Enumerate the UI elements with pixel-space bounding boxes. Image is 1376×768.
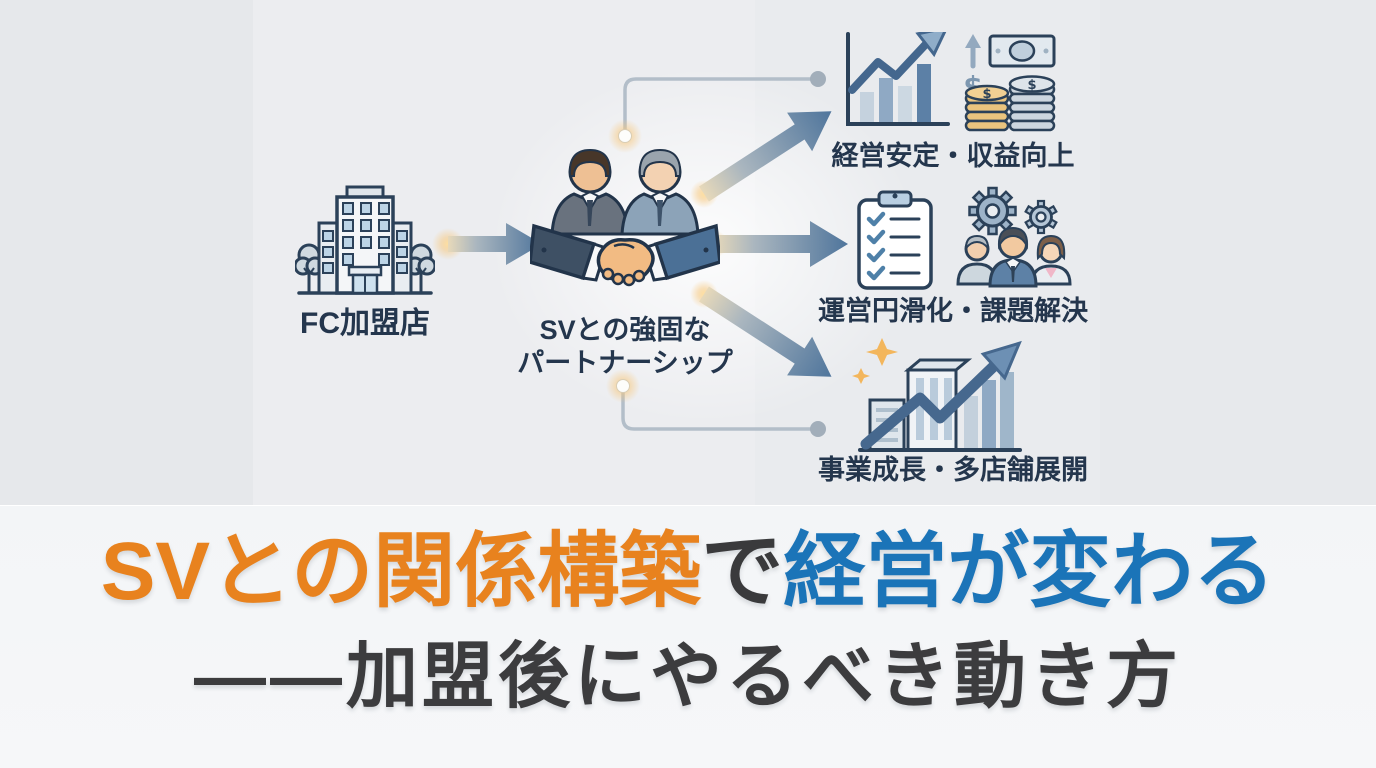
headline-segment-orange: SVとの関係構築 bbox=[100, 526, 702, 617]
person-icon bbox=[1030, 234, 1072, 286]
headline-line2: ――加盟後にやるべき動き方 bbox=[193, 637, 1182, 717]
title-band: SVとの関係構築で経営が変わる ――加盟後にやるべき動き方 bbox=[0, 505, 1376, 768]
outcome-3-label: 事業成長・多店舗展開 bbox=[818, 455, 1088, 485]
connector-line-top bbox=[608, 71, 826, 153]
arrow-hub-to-outcome-3-icon bbox=[699, 286, 832, 377]
arrow-source-to-hub-icon bbox=[448, 223, 542, 265]
source-label: FC加盟店 bbox=[300, 307, 430, 340]
businessman-left bbox=[550, 148, 630, 236]
headline-line1: SVとの関係構築で経営が変わる bbox=[0, 531, 1376, 613]
banknote-icon bbox=[988, 34, 1056, 68]
background-panel bbox=[1100, 0, 1376, 505]
gear-icon bbox=[1024, 199, 1058, 235]
handshake-hands bbox=[530, 223, 720, 287]
gear-icon bbox=[968, 186, 1017, 236]
headline-segment-dark: で bbox=[701, 526, 784, 617]
outcome-1-label: 経営安定・収益向上 bbox=[831, 141, 1075, 171]
silver-coin-stack-icon: $ bbox=[1008, 75, 1056, 132]
growth-arrow bbox=[860, 340, 1022, 450]
hub-label-line1: SVとの強固な bbox=[539, 315, 711, 345]
checklist-icon bbox=[857, 190, 933, 290]
building-windows bbox=[342, 202, 390, 266]
outcome-2-label: 運営円滑化・課題解決 bbox=[818, 296, 1088, 326]
svg-text:$: $ bbox=[982, 87, 991, 102]
person-icon bbox=[988, 226, 1038, 288]
background-panel bbox=[0, 0, 253, 505]
list-lines bbox=[889, 217, 921, 275]
connector-line-bottom bbox=[606, 369, 826, 437]
bar-chart-icon bbox=[846, 32, 950, 126]
city-growth-icon bbox=[852, 338, 1022, 452]
gold-coin-stack-icon: $ bbox=[964, 84, 1010, 132]
businessman-right bbox=[620, 148, 700, 236]
arrow-hub-to-outcome-1-icon bbox=[699, 111, 832, 202]
connectors-overlay bbox=[432, 71, 848, 437]
svg-text:$: $ bbox=[1027, 78, 1036, 93]
checkmarks bbox=[866, 211, 886, 281]
office-building-icon bbox=[295, 185, 435, 295]
diagram-area: $ $ $ bbox=[0, 0, 1376, 505]
handshake-icon bbox=[530, 148, 720, 287]
money-icon: $ $ $ bbox=[963, 34, 1056, 132]
hub-label-line2: パートナーシップ bbox=[517, 347, 733, 378]
team-gears-icon bbox=[956, 186, 1072, 288]
sparkle-icon bbox=[852, 338, 898, 384]
hub-label: SVとの強固な パートナーシップ bbox=[495, 314, 755, 380]
headline-segment-blue: 経営が変わる bbox=[783, 526, 1276, 617]
arrow-hub-to-outcome-2-icon bbox=[714, 221, 848, 267]
person-icon bbox=[956, 234, 998, 286]
